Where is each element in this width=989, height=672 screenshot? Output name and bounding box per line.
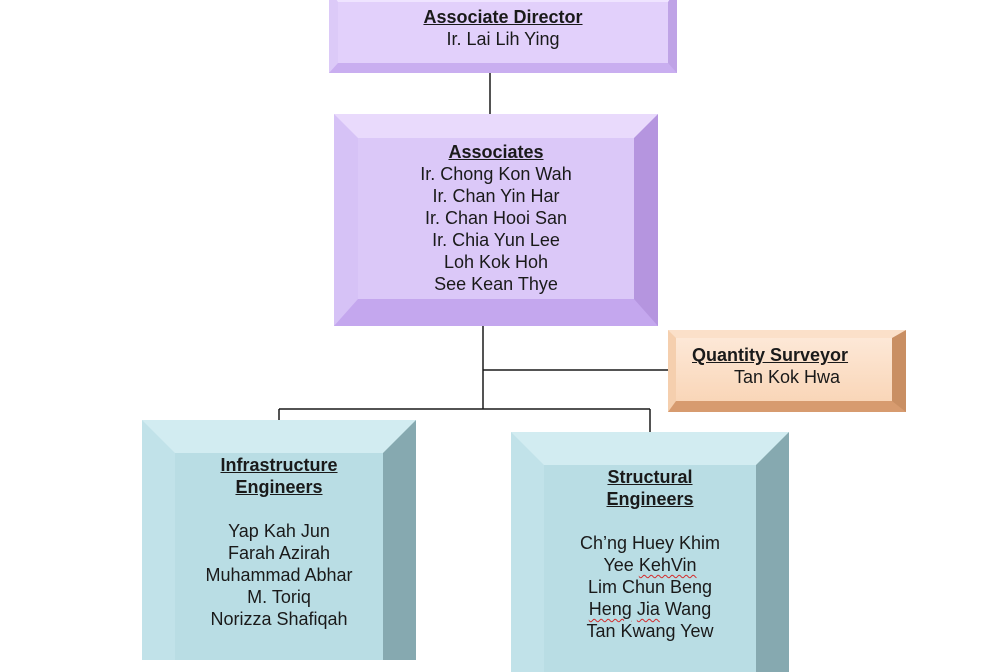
associate-director-title: Associate Director [423, 7, 583, 27]
infrastructure-engineers-box: Infrastructure Engineers Yap Kah Jun Far… [142, 420, 416, 660]
quantity-surveyor-content: Quantity Surveyor Tan Kok Hwa [676, 338, 892, 401]
structural-title-line2: Engineers [606, 489, 694, 509]
structural-member: Heng Jia Wang [589, 598, 711, 620]
quantity-surveyor-name: Tan Kok Hwa [734, 367, 841, 387]
associate-member: Loh Kok Hoh [443, 252, 549, 272]
structural-member: Yee KehVin [603, 554, 696, 576]
infrastructure-title-line1: Infrastructure [220, 455, 338, 475]
spellcheck-flagged-word: Jia [636, 599, 660, 619]
spellcheck-flagged-word: KehVin [638, 555, 697, 575]
associate-director-box: Associate Director Ir. Lai Lih Ying [329, 0, 677, 73]
associates-content: Associates Ir. Chong Kon Wah Ir. Chan Yi… [358, 138, 634, 299]
structural-engineers-content: Structural Engineers Ch’ng Huey Khim Yee… [544, 465, 756, 672]
associate-member: Ir. Chong Kon Wah [420, 164, 572, 184]
structural-title-line1: Structural [607, 467, 693, 487]
associate-member: Ir. Chia Yun Lee [432, 230, 560, 250]
infrastructure-member: Yap Kah Jun [228, 521, 330, 541]
associate-director-content: Associate Director Ir. Lai Lih Ying [338, 2, 668, 63]
infrastructure-member: Muhammad Abhar [205, 565, 353, 585]
associate-member: Ir. Chan Yin Har [432, 186, 560, 206]
associate-member: Ir. Chan Hooi San [424, 208, 568, 228]
structural-member: Tan Kwang Yew [586, 621, 714, 641]
structural-member-last: Wang [664, 599, 712, 619]
infrastructure-member: Norizza Shafiqah [210, 609, 348, 629]
infrastructure-engineers-content: Infrastructure Engineers Yap Kah Jun Far… [175, 453, 383, 660]
quantity-surveyor-box: Quantity Surveyor Tan Kok Hwa [668, 330, 906, 412]
structural-member-first: Yee [603, 555, 634, 575]
infrastructure-member: Farah Azirah [227, 543, 331, 563]
spellcheck-flagged-word: Heng [588, 599, 632, 619]
infrastructure-member: M. Toriq [247, 587, 311, 607]
quantity-surveyor-title: Quantity Surveyor [692, 345, 849, 365]
org-chart: Associate Director Ir. Lai Lih Ying Asso… [142, 0, 906, 672]
associate-director-name: Ir. Lai Lih Ying [446, 29, 560, 49]
structural-member: Lim Chun Beng [587, 577, 713, 597]
structural-engineers-box: Structural Engineers Ch’ng Huey Khim Yee… [511, 432, 789, 672]
structural-member: Ch’ng Huey Khim [579, 533, 721, 553]
connector-lines [278, 73, 668, 432]
associates-box: Associates Ir. Chong Kon Wah Ir. Chan Yi… [334, 114, 658, 326]
associates-title: Associates [448, 142, 544, 162]
associate-member: See Kean Thye [434, 274, 558, 294]
infrastructure-title-line2: Engineers [235, 477, 323, 497]
